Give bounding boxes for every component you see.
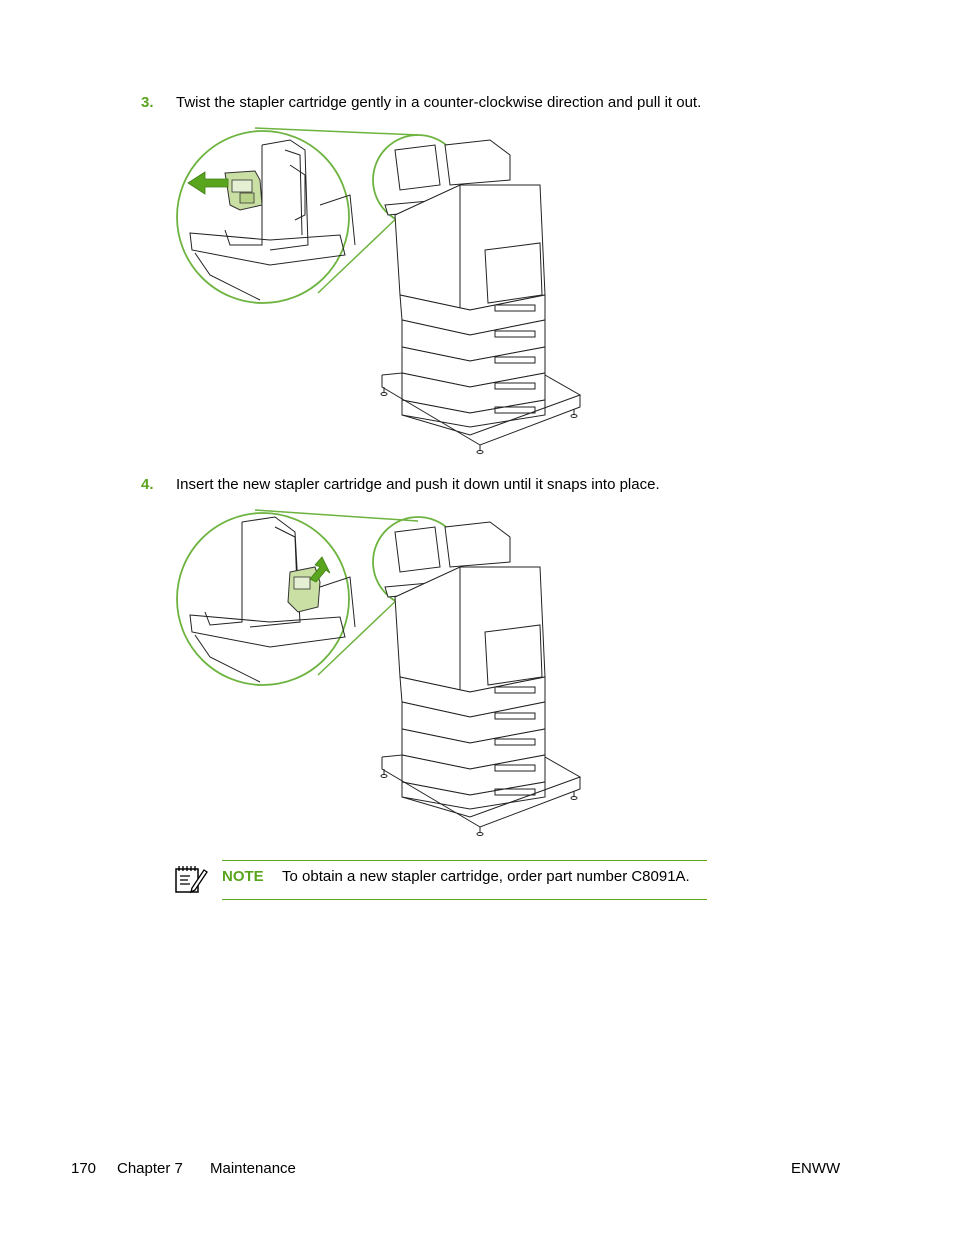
zoom-circle — [176, 512, 350, 686]
arrow-left-icon — [187, 171, 229, 195]
arrow-down-icon — [309, 556, 331, 583]
zoom-circle — [176, 130, 350, 304]
note-pad-icon — [175, 866, 208, 894]
figure-insert-cartridge — [176, 509, 582, 836]
step-number: 3. — [141, 94, 154, 111]
note-label: NOTE — [222, 868, 264, 885]
stapler-cartridge — [224, 170, 263, 211]
figure-remove-cartridge — [176, 127, 582, 454]
step-text: Insert the new stapler cartridge and pus… — [176, 476, 660, 493]
note-text: To obtain a new stapler cartridge, order… — [282, 868, 690, 885]
step-text: Twist the stapler cartridge gently in a … — [176, 94, 702, 111]
footer-doc-code: ENWW — [791, 1160, 841, 1177]
page-number: 170 — [71, 1160, 97, 1177]
step-number: 4. — [141, 476, 154, 493]
note-box: NOTE To obtain a new stapler cartridge, … — [222, 860, 707, 900]
footer-section: Maintenance — [210, 1160, 296, 1177]
footer-chapter: Chapter 7 — [117, 1160, 183, 1177]
